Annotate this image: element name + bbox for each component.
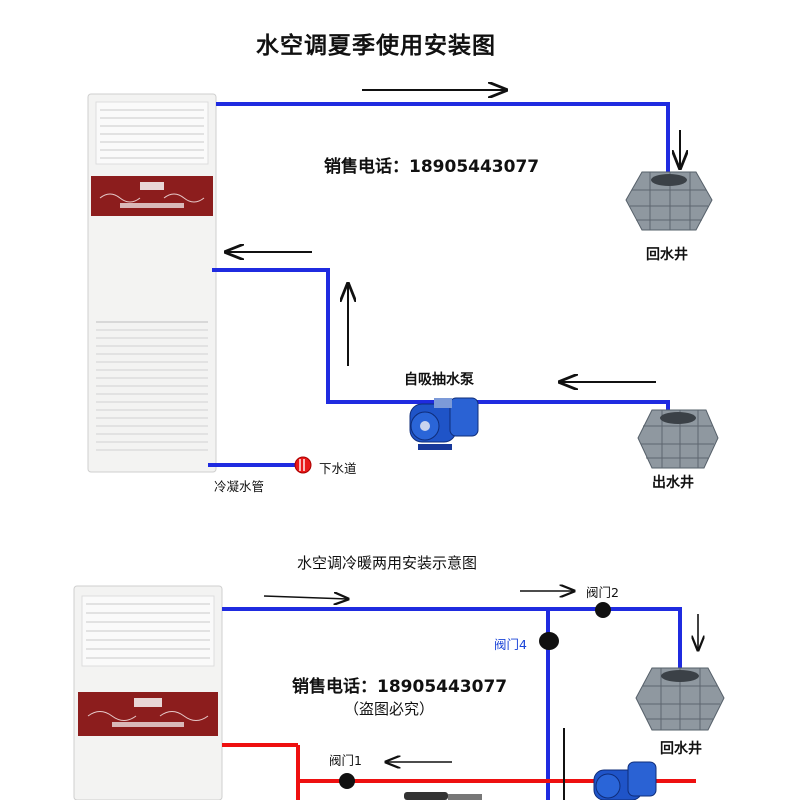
pump-top bbox=[409, 397, 479, 450]
return-well-bottom bbox=[635, 667, 725, 731]
sewer-label: 下水道 bbox=[319, 461, 357, 476]
flow-arrows-bottom bbox=[263, 591, 698, 762]
valve-1-icon bbox=[339, 773, 355, 789]
condensate-pipe-label: 冷凝水管 bbox=[214, 479, 265, 494]
dual-phone: 销售电话：18905443077 bbox=[292, 677, 508, 697]
valve-2-icon bbox=[595, 602, 611, 618]
sewer-icon bbox=[294, 456, 312, 474]
flow-arrows-top bbox=[226, 90, 680, 382]
dual-title: 水空调冷暖两用安装示意图 bbox=[297, 554, 478, 572]
summer-return-well-label: 回水井 bbox=[646, 247, 688, 263]
ac-unit-bottom bbox=[73, 585, 223, 800]
outlet-well-top bbox=[637, 409, 719, 469]
summer-outlet-well-label: 出水井 bbox=[652, 475, 694, 491]
valve-4-label: 阀门4 bbox=[494, 637, 527, 652]
return-well-top bbox=[625, 171, 713, 231]
pump-bottom-right bbox=[593, 761, 657, 800]
summer-pump-label: 自吸抽水泵 bbox=[404, 372, 474, 388]
ac-unit-top bbox=[87, 93, 217, 473]
valve-4-icon bbox=[539, 632, 559, 650]
summer-phone: 销售电话：18905443077 bbox=[324, 157, 540, 177]
valve-2-label: 阀门2 bbox=[586, 585, 619, 600]
valve-1-label: 阀门1 bbox=[329, 753, 362, 768]
summer-title: 水空调夏季使用安装图 bbox=[256, 33, 496, 59]
dual-notice: （盗图必究） bbox=[344, 700, 435, 718]
pump-bottom-left bbox=[404, 792, 482, 800]
dual-return-well-label: 回水井 bbox=[660, 741, 702, 757]
